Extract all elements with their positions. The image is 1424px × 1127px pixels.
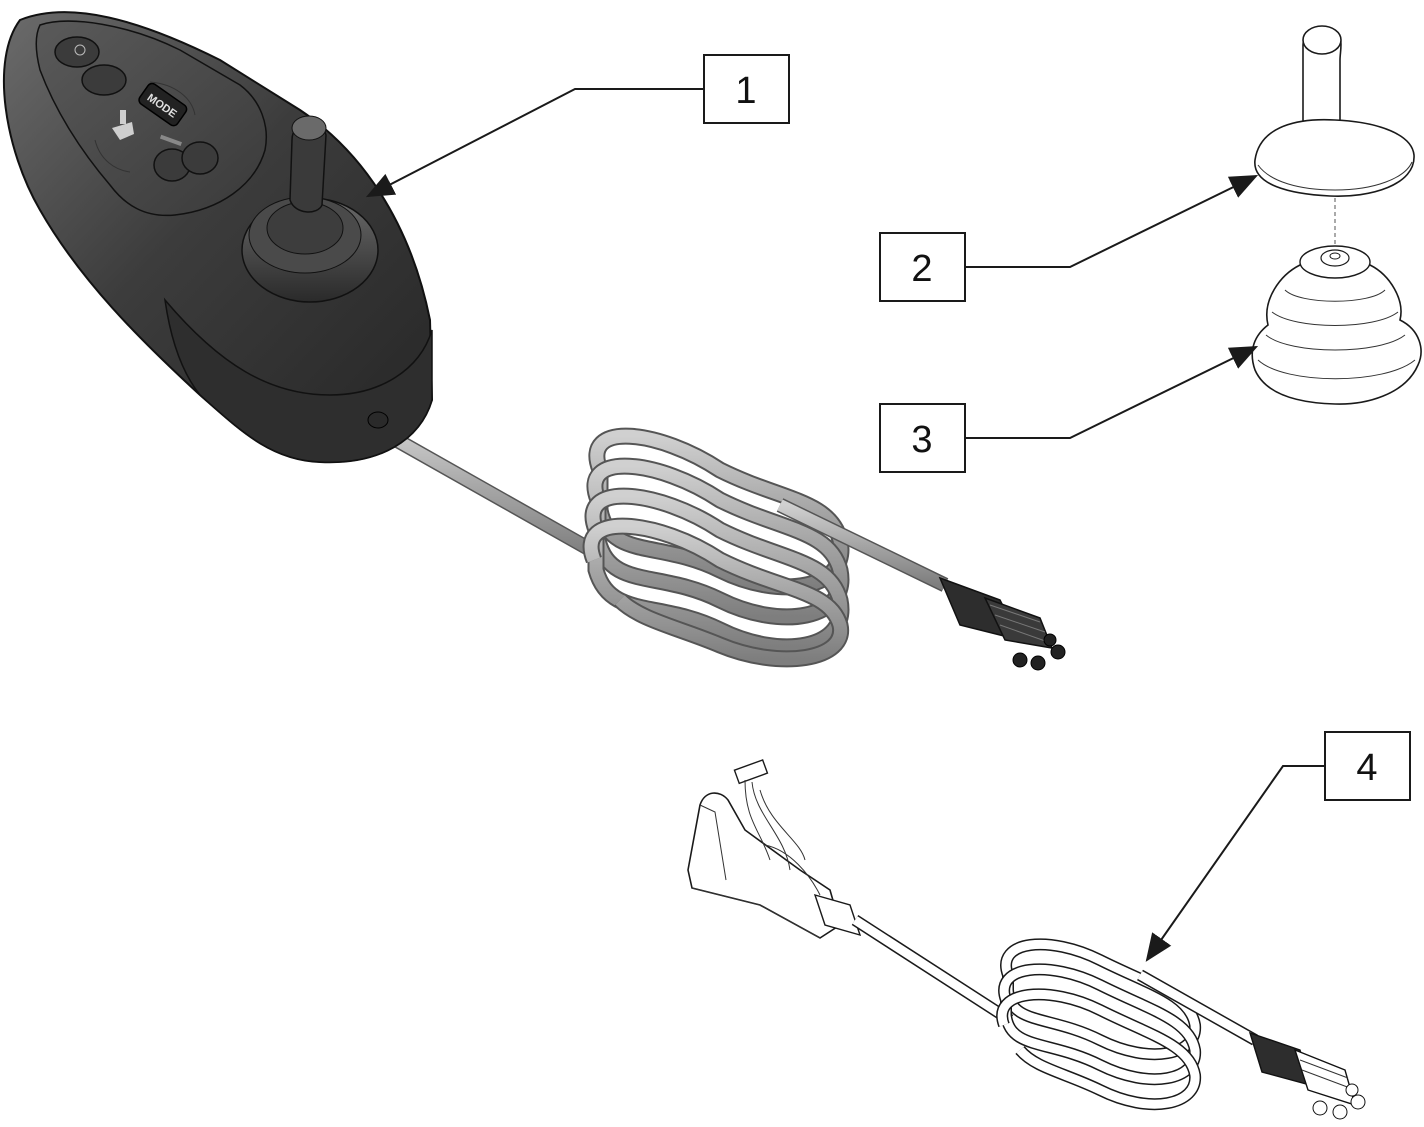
- speed-up-button: [181, 141, 219, 175]
- callout-1-label: 1: [735, 70, 756, 112]
- leader-line-4: [1145, 765, 1325, 962]
- horn-button: [81, 64, 127, 96]
- harness-cable: [687, 759, 1366, 1120]
- callout-3-label: 3: [911, 419, 932, 461]
- joystick-boot-part: [1251, 245, 1422, 405]
- callout-1: 1: [703, 54, 790, 124]
- seat-icon: [112, 110, 134, 140]
- callout-2: 2: [879, 232, 966, 302]
- controller-connector: [938, 576, 1066, 671]
- power-button: [54, 36, 100, 68]
- callout-4: 4: [1324, 731, 1411, 801]
- joystick-knob-part: [1254, 25, 1415, 197]
- controller-cable-coil: [582, 427, 850, 668]
- callout-2-label: 2: [911, 248, 932, 290]
- callout-4-label: 4: [1356, 747, 1377, 789]
- joystick-controller: MODE: [3, 11, 1066, 671]
- leader-line-1: [365, 88, 703, 198]
- leader-line-2: [965, 174, 1259, 268]
- power-icon: [74, 44, 86, 56]
- leader-line-3: [965, 345, 1259, 439]
- callout-3: 3: [879, 403, 966, 473]
